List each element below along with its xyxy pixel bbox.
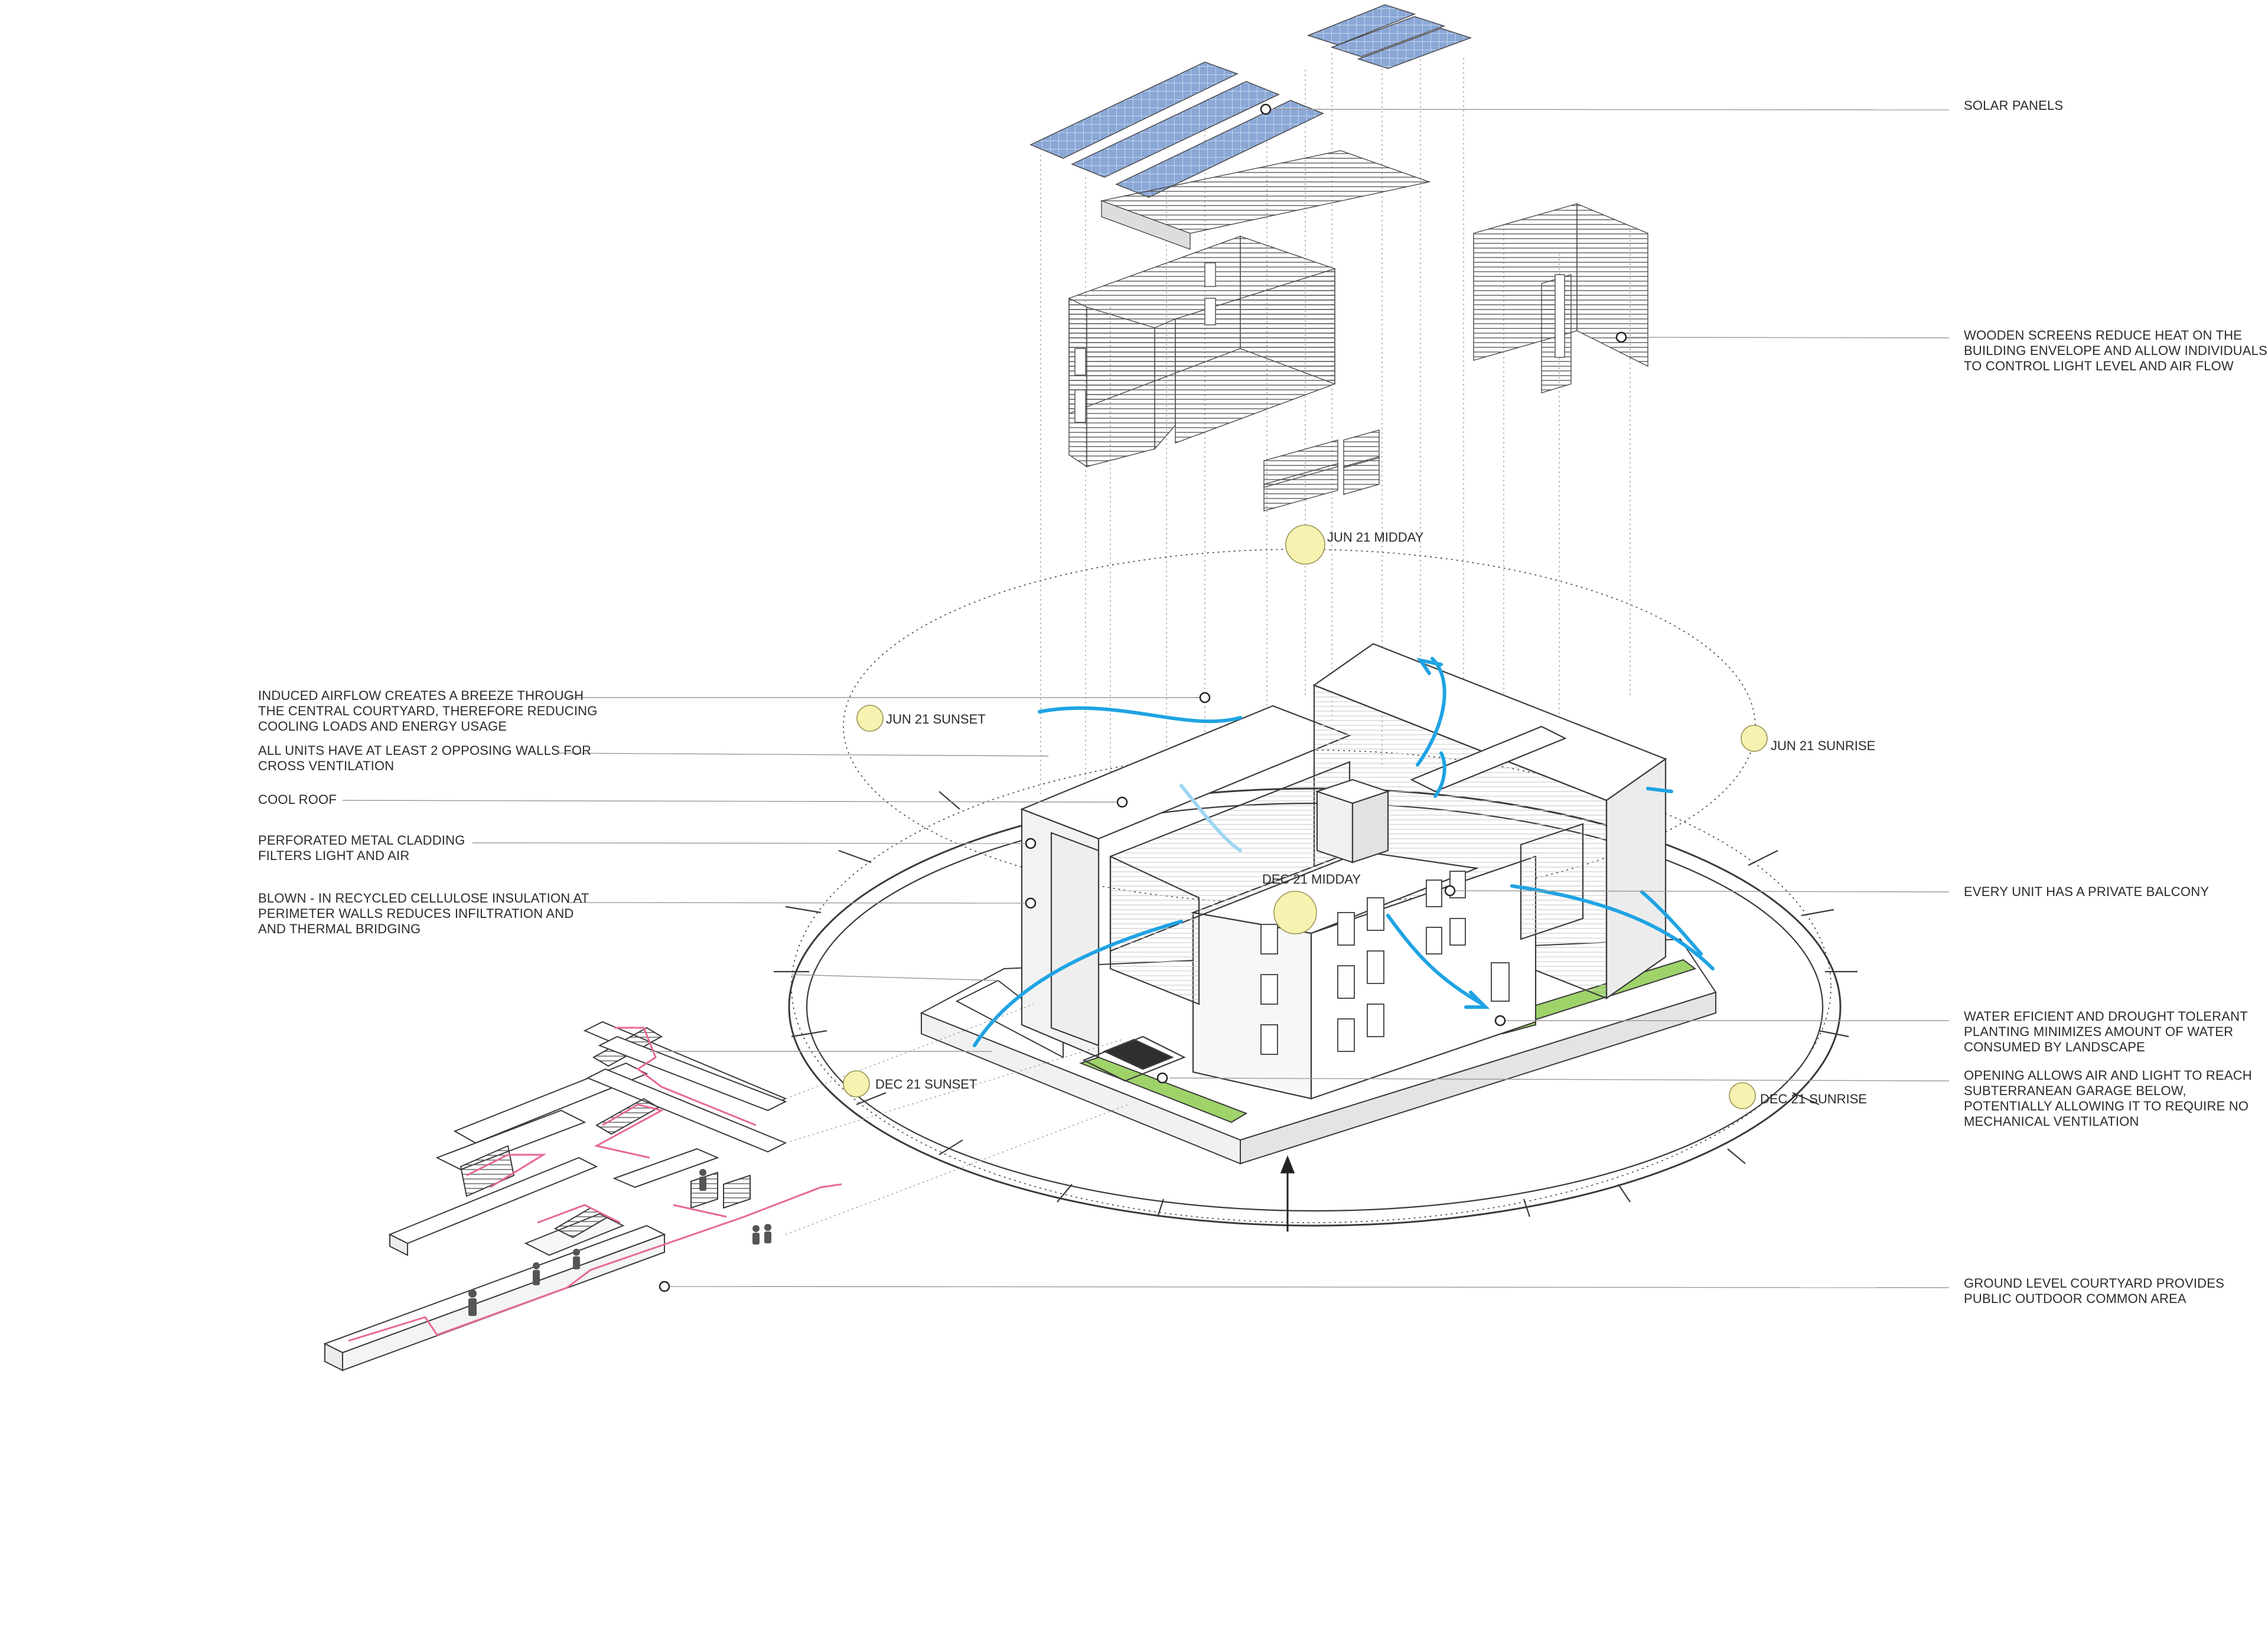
annotation-line: CONSUMED BY LANDSCAPE [1964,1040,2145,1054]
annotation-line: WOODEN SCREENS REDUCE HEAT ON THE [1964,328,2243,343]
annotation-wooden-screens: WOODEN SCREENS REDUCE HEAT ON THE BUILDI… [1964,328,2267,374]
annotation-garage-opening: OPENING ALLOWS AIR AND LIGHT TO REACH SU… [1964,1068,2252,1129]
stair-connectors [785,1004,1129,1235]
annotation-line: AND THERMAL BRIDGING [258,921,421,936]
annotation-line: GROUND LEVEL COURTYARD PROVIDES [1964,1276,2224,1291]
leader-lines [342,109,1950,1288]
annotation-line: POTENTIALLY ALLOWING IT TO REQUIRE NO [1964,1099,2249,1113]
circulation-path [348,1027,842,1342]
annotation-line: PUBLIC OUTDOOR COMMON AREA [1964,1291,2186,1306]
compass-ticks [774,785,1858,1217]
annotation-planting: WATER EFICIENT AND DROUGHT TOLERANT PLAN… [1964,1009,2248,1055]
sun-label-dec21-sunset: DEC 21 SUNSET [875,1077,977,1092]
annotation-line: THE CENTRAL COURTYARD, THEREFORE REDUCIN… [258,703,598,718]
annotation-line: WATER EFICIENT AND DROUGHT TOLERANT [1964,1009,2248,1024]
annotation-line: SUBTERRANEAN GARAGE BELOW, [1964,1083,2186,1098]
annotation-line: COOLING LOADS AND ENERGY USAGE [258,719,507,734]
annotation-metal-cladding: PERFORATED METAL CLADDING FILTERS LIGHT … [258,833,465,864]
sun-label-dec21-midday: DEC 21 MIDDAY [1262,872,1361,887]
annotation-line: FILTERS LIGHT AND AIR [258,848,410,863]
sun-label-jun21-sunset: JUN 21 SUNSET [886,712,986,727]
north-arrow [1280,1155,1295,1232]
callout-markers [659,103,1627,1292]
annotation-line: BLOWN - IN RECYCLED CELLULOSE INSULATION… [258,891,589,905]
annotation-line: MECHANICAL VENTILATION [1964,1114,2139,1129]
annotation-line: COOL ROOF [258,792,337,807]
annotation-line: EVERY UNIT HAS A PRIVATE BALCONY [1964,884,2210,899]
annotation-line: TO CONTROL LIGHT LEVEL AND AIR FLOW [1964,359,2234,373]
solar-panel-array [1029,4,1472,198]
annotation-cool-roof: COOL ROOF [258,792,337,807]
annotation-line: ALL UNITS HAVE AT LEAST 2 OPPOSING WALLS… [258,743,592,758]
annotation-line: SOLAR PANELS [1964,98,2064,113]
sun-label-jun21-midday: JUN 21 MIDDAY [1327,530,1424,545]
roof-slats [1100,150,1431,250]
annotation-line: OPENING ALLOWS AIR AND LIGHT TO REACH [1964,1068,2252,1083]
annotation-insulation: BLOWN - IN RECYCLED CELLULOSE INSULATION… [258,891,589,937]
annotation-induced-airflow: INDUCED AIRFLOW CREATES A BREEZE THROUGH… [258,688,598,734]
annotation-line: PLANTING MINIMIZES AMOUNT OF WATER [1964,1024,2234,1039]
annotation-private-balcony: EVERY UNIT HAS A PRIVATE BALCONY [1964,884,2209,900]
sun-label-jun21-sunrise: JUN 21 SUNRISE [1771,738,1876,753]
annotation-line: BUILDING ENVELOPE AND ALLOW INDIVIDUALS [1964,343,2267,358]
human-figures [468,1169,771,1316]
annotation-line: PERFORATED METAL CLADDING [258,833,465,848]
annotation-line: PERIMETER WALLS REDUCES INFILTRATION AND [258,906,574,921]
sun-label-dec21-sunrise: DEC 21 SUNRISE [1760,1092,1867,1106]
annotation-line: CROSS VENTILATION [258,758,395,773]
annotation-line: INDUCED AIRFLOW CREATES A BREEZE THROUGH [258,688,584,703]
sun-markers [843,525,1768,1109]
building-massing [1020,643,1667,1100]
annotation-cross-ventilation: ALL UNITS HAVE AT LEAST 2 OPPOSING WALLS… [258,743,591,774]
circulation-diagram [323,1021,787,1372]
annotation-solar-panels: SOLAR PANELS [1964,98,2063,113]
wooden-screens [1068,203,1648,512]
airflow-arrows [973,657,1715,1047]
annotation-courtyard: GROUND LEVEL COURTYARD PROVIDES PUBLIC O… [1964,1276,2224,1307]
